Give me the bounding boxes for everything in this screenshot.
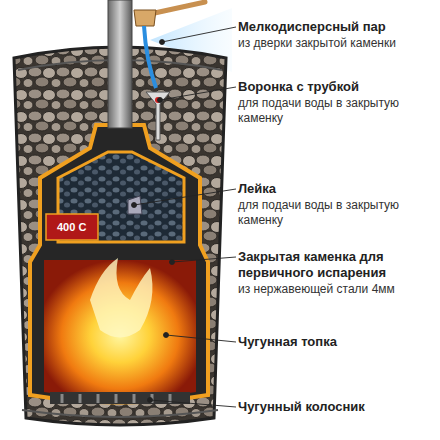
part-note: из нержавеющей стали 4мм (238, 282, 436, 297)
leader-lines (132, 27, 237, 407)
part-name: Чугунная топка (238, 334, 436, 350)
part-name: Воронка с трубкой (238, 79, 436, 95)
temperature-label: 400 С (57, 220, 86, 234)
part-name: Лейка (238, 181, 436, 197)
part-note: из дверки закрытой каменки (238, 36, 436, 51)
funnel (128, 92, 170, 214)
part-note: для подачи воды в закрытую каменку (238, 96, 436, 126)
ladle (134, 2, 205, 88)
part-name: Мелкодисперсный пар (238, 19, 436, 35)
part-name: Закрытая каменка для первичного испарени… (238, 249, 436, 281)
part-note: для подачи воды в закрытую каменку (238, 198, 436, 228)
chimney (108, 0, 132, 128)
part-name: Чугунный колосник (238, 399, 436, 415)
